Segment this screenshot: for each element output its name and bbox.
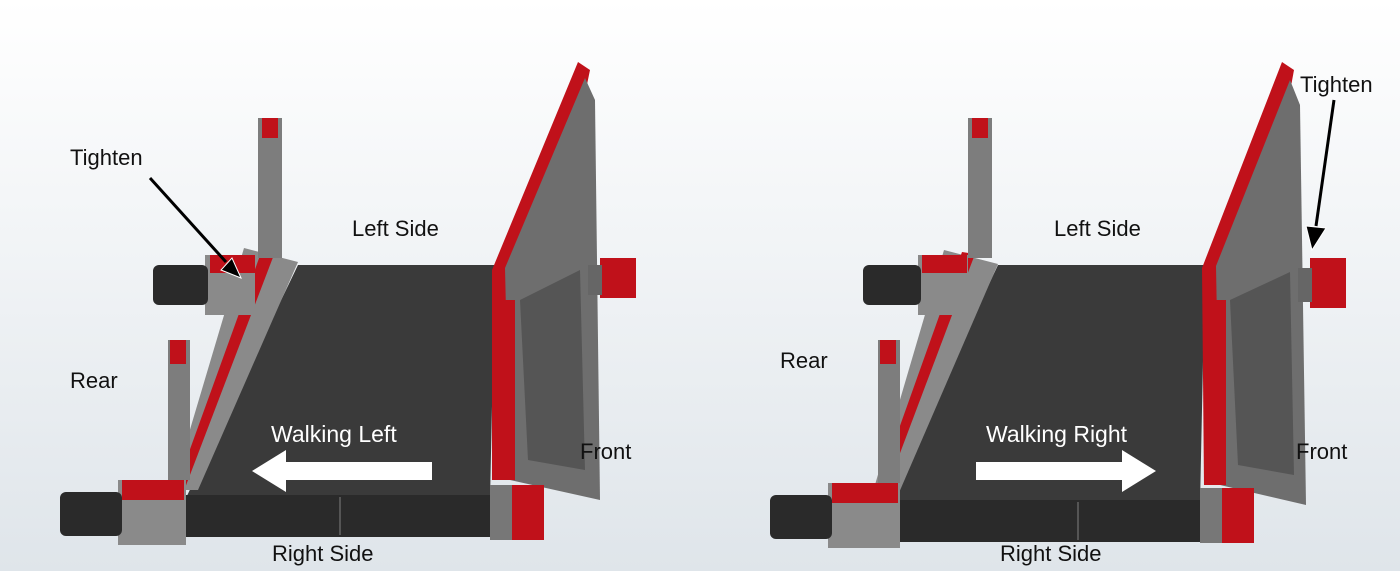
rear-motor-top xyxy=(863,265,921,305)
walking-label: Walking Left xyxy=(271,421,397,447)
tighten-arrow-line xyxy=(1314,99,1336,227)
tighten-label: Tighten xyxy=(70,145,143,170)
front-motor-bottom xyxy=(1220,488,1254,543)
panel-walking-left: Tighten Left Side Rear Walking Left Fron… xyxy=(0,0,700,571)
rear-upright-bottom xyxy=(878,340,900,485)
belt-surface xyxy=(185,265,495,500)
front-label: Front xyxy=(580,439,632,464)
rear-motor-bottom xyxy=(60,492,122,536)
rear-upright-top xyxy=(258,118,282,258)
panel-walking-right: Tighten Left Side Rear Walking Right Fro… xyxy=(700,0,1400,571)
treadmill-drawing-right xyxy=(700,0,1400,571)
left-side-label: Left Side xyxy=(1054,216,1141,241)
front-motor-bottom xyxy=(510,485,544,540)
rear-label: Rear xyxy=(70,368,118,393)
tighten-arrowhead xyxy=(1305,225,1327,252)
left-side-label: Left Side xyxy=(352,216,439,241)
tighten-arrowhead xyxy=(220,257,242,279)
right-side-label: Right Side xyxy=(272,541,374,566)
front-label: Front xyxy=(1296,439,1348,464)
rear-upright-bottom xyxy=(168,340,190,480)
rear-motor-top xyxy=(153,265,208,305)
belt-surface xyxy=(885,265,1205,505)
walking-arrow xyxy=(976,450,1156,492)
rear-motor-bottom xyxy=(770,495,832,539)
rear-label: Rear xyxy=(780,348,828,373)
front-motor-top xyxy=(600,258,636,298)
walking-label: Walking Right xyxy=(986,421,1128,447)
walking-arrow xyxy=(252,450,432,492)
tighten-label: Tighten xyxy=(1300,72,1373,97)
treadmill-drawing-left xyxy=(0,0,700,571)
tighten-arrow-line xyxy=(148,176,228,264)
rear-upright-top xyxy=(968,118,992,258)
front-roller xyxy=(880,500,1210,542)
right-side-label: Right Side xyxy=(1000,541,1102,566)
front-motor-top xyxy=(1310,258,1346,308)
